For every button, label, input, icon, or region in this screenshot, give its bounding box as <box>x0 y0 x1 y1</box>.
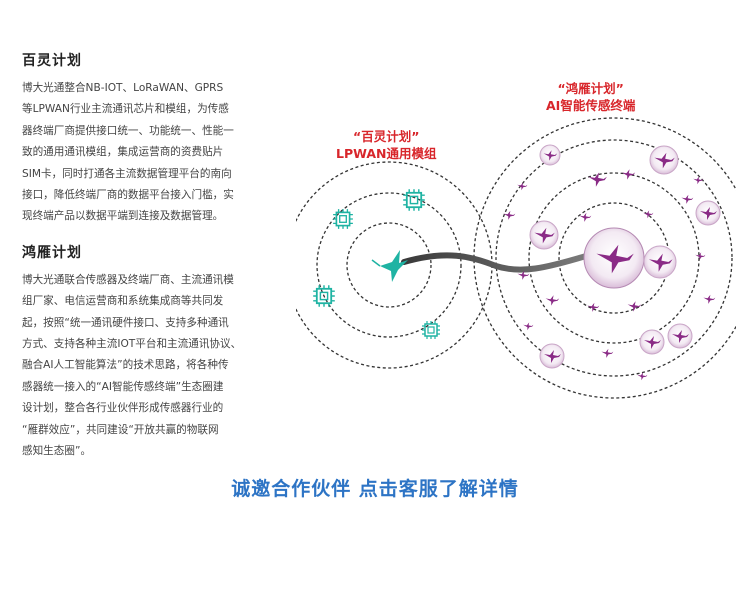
goose-icon <box>681 194 694 204</box>
goose-icon <box>693 176 704 185</box>
section-body-hongyan: 博大光通联合传感器及终端厂商、主流通讯模 组厂家、电信运营商和系统集成商等共同发… <box>22 270 284 463</box>
text-line: 现终端产品以数据平端到连接及数据管理。 <box>22 210 224 223</box>
text-line: 融合AI人工智能算法”的技术思路，将各种传 <box>22 359 229 372</box>
text-line: 方式、支持各种主流IOT平台和主流通讯协议、 <box>22 338 242 351</box>
goose-icon <box>523 322 534 331</box>
label-hongyan-name: “鸿雁计划” <box>557 81 624 96</box>
text-line: 博大光通整合NB-IOT、LoRaWAN、GPRS <box>22 82 224 94</box>
label-bailing-name: “百灵计划” <box>353 129 420 144</box>
cta-contact-link[interactable]: 诚邀合作伙伴 点击客服了解详情 <box>231 478 519 500</box>
label-bailing-desc: LPWAN通用模组 <box>336 146 437 161</box>
text-line: 组厂家、电信运营商和系统集成商等共同发 <box>22 295 224 308</box>
section-bailing: 百灵计划 博大光通整合NB-IOT、LoRaWAN、GPRS 等LPWAN行业主… <box>22 50 284 228</box>
text-line: 器终端厂商提供接口统一、功能统一、性能一 <box>22 124 234 137</box>
goose-network <box>503 144 721 381</box>
text-line: SIM卡，同时打通各主流数据管理平台的南向 <box>22 167 232 180</box>
label-hongyan-desc: AI智能传感终端 <box>546 98 636 113</box>
goose-icon <box>503 210 516 220</box>
goose-icon <box>545 295 560 306</box>
text-line: 感器统一接入的“AI智能传感终端”生态圈建 <box>22 380 224 393</box>
hummingbird-icon <box>371 250 408 282</box>
text-line: 接口，降低终端厂商的数据平台接入门槛，实 <box>22 189 234 202</box>
intro-text-column: 百灵计划 博大光通整合NB-IOT、LoRaWAN、GPRS 等LPWAN行业主… <box>22 50 284 463</box>
goose-icon <box>695 252 706 261</box>
text-line: “雁群效应”，共同建设“开放共赢的物联网 <box>22 423 219 436</box>
goose-icon <box>643 210 654 219</box>
text-line: 博大光通联合传感器及终端厂商、主流通讯模 <box>22 273 234 286</box>
goose-icon <box>627 301 642 312</box>
section-body-bailing: 博大光通整合NB-IOT、LoRaWAN、GPRS 等LPWAN行业主流通讯芯片… <box>22 78 284 228</box>
text-line: 起，按照“统一通讯硬件接口、支持多种通讯 <box>22 316 229 329</box>
text-line: 感知生态圈”。 <box>22 445 92 458</box>
text-line: 设计划，整合各行业伙伴形成传感器行业的 <box>22 402 224 415</box>
text-line: 致的通用通讯模组，集成运营商的资费贴片 <box>22 146 224 159</box>
section-title-hongyan: 鸿雁计划 <box>22 244 82 261</box>
goose-icon <box>703 294 716 304</box>
goose-icon <box>601 348 614 358</box>
ecosystem-diagram-svg <box>296 117 736 399</box>
connection-cable <box>401 252 589 273</box>
label-bailing: “百灵计划” LPWAN通用模组 <box>336 128 437 162</box>
text-line: 等LPWAN行业主流通讯芯片和模组，为传感 <box>22 103 229 116</box>
goose-icon <box>517 182 528 191</box>
section-hongyan: 鸿雁计划 博大光通联合传感器及终端厂商、主流通讯模 组厂家、电信运营商和系统集成… <box>22 242 284 463</box>
goose-icon <box>579 212 592 222</box>
label-hongyan: “鸿雁计划” AI智能传感终端 <box>546 80 635 114</box>
goose-icon <box>588 172 607 187</box>
ecosystem-diagram: “百灵计划” LPWAN通用模组 “鸿雁计划” AI智能传感终端 <box>296 70 736 400</box>
goose-icon <box>621 169 636 180</box>
section-title-bailing: 百灵计划 <box>22 53 82 69</box>
